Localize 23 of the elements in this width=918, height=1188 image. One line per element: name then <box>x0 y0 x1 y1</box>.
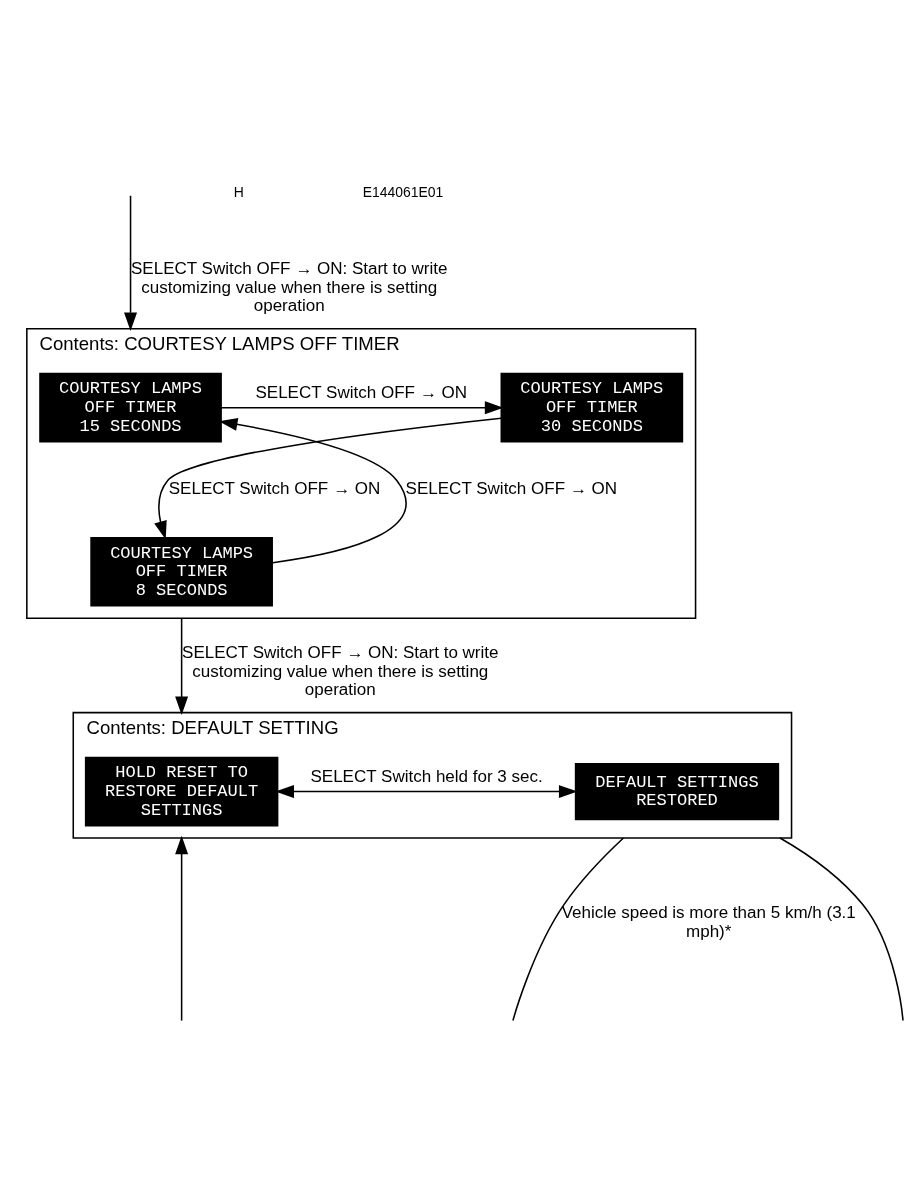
connector <box>512 837 625 1022</box>
node-box: HOLD RESET TO RESTORE DEFAULT SETTINGS <box>84 756 279 827</box>
arrow <box>220 401 504 415</box>
arrow <box>218 417 407 564</box>
node-box: COURTESY LAMPS OFF TIMER 8 SECONDS <box>90 536 273 607</box>
node-box: COURTESY LAMPS OFF TIMER 15 SECONDS <box>39 372 222 443</box>
connector <box>779 837 904 1022</box>
node-box: COURTESY LAMPS OFF TIMER 30 SECONDS <box>500 372 684 443</box>
arrow <box>154 417 502 540</box>
node-box: DEFAULT SETTINGS RESTORED <box>574 762 780 821</box>
arrow <box>175 835 189 1022</box>
edge-label: SELECT Switch OFF → ON <box>255 383 467 403</box>
label: E144061E01 <box>362 184 444 201</box>
edge-label: Vehicle speed is more than 5 km/h (3.1 mph)* <box>561 903 856 941</box>
edge-label: SELECT Switch OFF → ON: Start to write customizing value when there is setting operation <box>131 259 448 316</box>
edge-label: SELECT Switch OFF → ON <box>168 479 381 499</box>
arrow <box>175 617 189 715</box>
edge-label: SELECT Switch OFF → ON: Start to write customizing value when there is setting operation <box>182 643 499 700</box>
edge-label: SELECT Switch held for 3 sec. <box>310 766 543 786</box>
arrow <box>275 785 578 799</box>
edge-label: SELECT Switch OFF → ON <box>405 479 618 499</box>
label: H <box>233 184 244 201</box>
arrow <box>124 195 138 332</box>
